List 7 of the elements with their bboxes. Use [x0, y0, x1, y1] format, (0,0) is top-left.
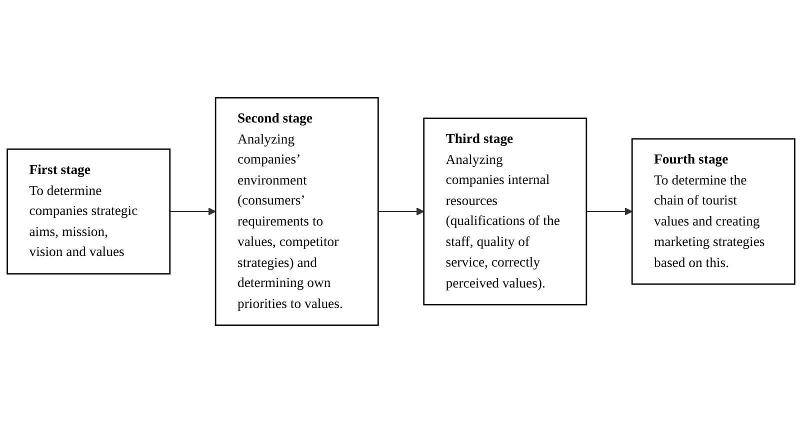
node-box: First stage To determine companies strategic aims, mission, vision and values — [6, 148, 171, 275]
node-box: Fourth stage To determine the chain of tourist values and creating marketing strategies based on this. — [631, 138, 796, 285]
arrow — [169, 207, 216, 216]
node-box: Third stage Analyzing companies internal resources (qualifications of the staff, quality of service, correctly perceived values). — [423, 118, 588, 306]
node-box: Second stage Analyzing companies’ environment (consumers’ requirements to values, competitor strategies) and determining own priorities to values. — [214, 97, 379, 326]
arrow — [586, 207, 632, 216]
arrow — [378, 207, 424, 216]
